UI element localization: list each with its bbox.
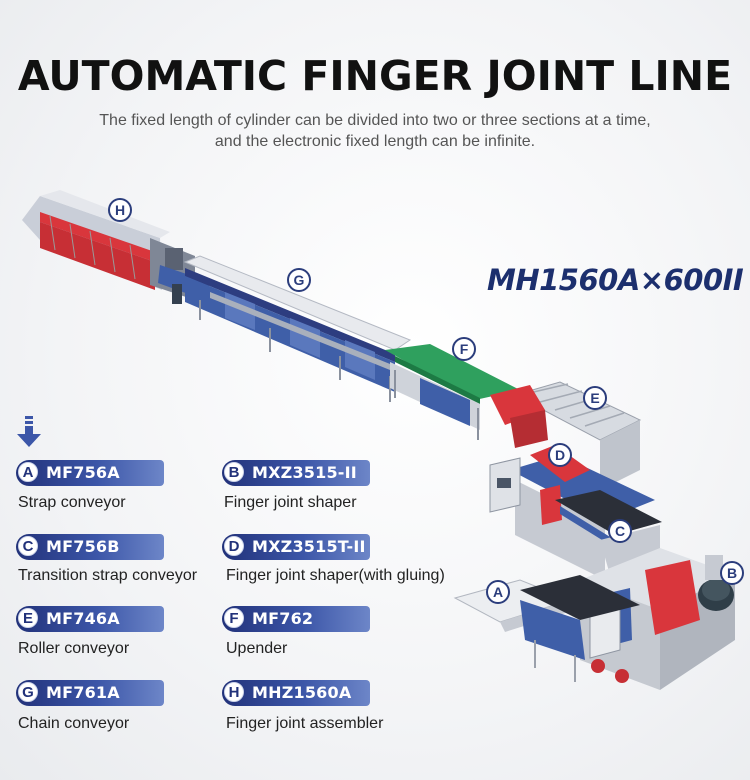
badge-h: H	[224, 682, 244, 702]
caption-g: Chain conveyor	[18, 715, 130, 732]
subtitle-line-2: and the electronic fixed length can be i…	[214, 133, 536, 150]
callout-a: A	[486, 580, 510, 604]
code-b: MXZ3515-II	[252, 463, 357, 482]
callout-g: G	[287, 268, 311, 292]
legend-pill-a: A MF756A	[16, 460, 164, 486]
callout-d: D	[548, 443, 572, 467]
machine-a-strap-conveyor	[453, 575, 640, 682]
caption-e: Roller conveyor	[18, 640, 130, 657]
badge-c: C	[18, 536, 38, 556]
legend-pill-f: F MF762	[222, 606, 370, 632]
legend-pill-g: G MF761A	[16, 680, 164, 706]
caption-f: Upender	[226, 640, 288, 657]
machine-g-chain-conveyor	[183, 255, 412, 402]
badge-d: D	[224, 536, 244, 556]
caption-b: Finger joint shaper	[224, 494, 357, 511]
machine-f-upender	[385, 344, 520, 440]
badge-g: G	[18, 682, 38, 702]
callout-f: F	[452, 337, 476, 361]
callout-c: C	[608, 519, 632, 543]
badge-f: F	[224, 608, 244, 628]
legend-pill-d: D MXZ3515T-II	[222, 534, 370, 560]
badge-e: E	[18, 608, 38, 628]
caption-h: Finger joint assembler	[226, 715, 384, 732]
caption-d: Finger joint shaper(with gluing)	[226, 567, 445, 584]
legend-pill-b: B MXZ3515-II	[222, 460, 370, 486]
legend-pill-c: C MF756B	[16, 534, 164, 560]
page-subtitle: The fixed length of cylinder can be divi…	[0, 110, 750, 152]
code-d: MXZ3515T-II	[252, 537, 366, 556]
code-c: MF756B	[46, 537, 120, 556]
code-a: MF756A	[46, 463, 120, 482]
callout-h: H	[108, 198, 132, 222]
machine-h-assembler	[22, 190, 210, 304]
code-f: MF762	[252, 609, 314, 628]
badge-b: B	[224, 462, 244, 482]
down-arrow-icon	[17, 416, 41, 447]
code-h: MHZ1560A	[252, 683, 352, 702]
badge-a: A	[18, 462, 38, 482]
page-title: AUTOMATIC FINGER JOINT LINE	[17, 52, 733, 100]
subtitle-line-1: The fixed length of cylinder can be divi…	[99, 112, 651, 129]
legend-pill-e: E MF746A	[16, 606, 164, 632]
caption-c: Transition strap conveyor	[18, 567, 198, 584]
code-e: MF746A	[46, 609, 120, 628]
callout-e: E	[583, 386, 607, 410]
legend-pill-h: H MHZ1560A	[222, 680, 370, 706]
machine-e-roller-conveyor	[490, 381, 642, 490]
model-number: MH1560A×600II	[487, 263, 744, 297]
callout-b: B	[720, 561, 744, 585]
code-g: MF761A	[46, 683, 120, 702]
caption-a: Strap conveyor	[18, 494, 126, 511]
machine-d-shaper-gluing	[489, 445, 655, 580]
